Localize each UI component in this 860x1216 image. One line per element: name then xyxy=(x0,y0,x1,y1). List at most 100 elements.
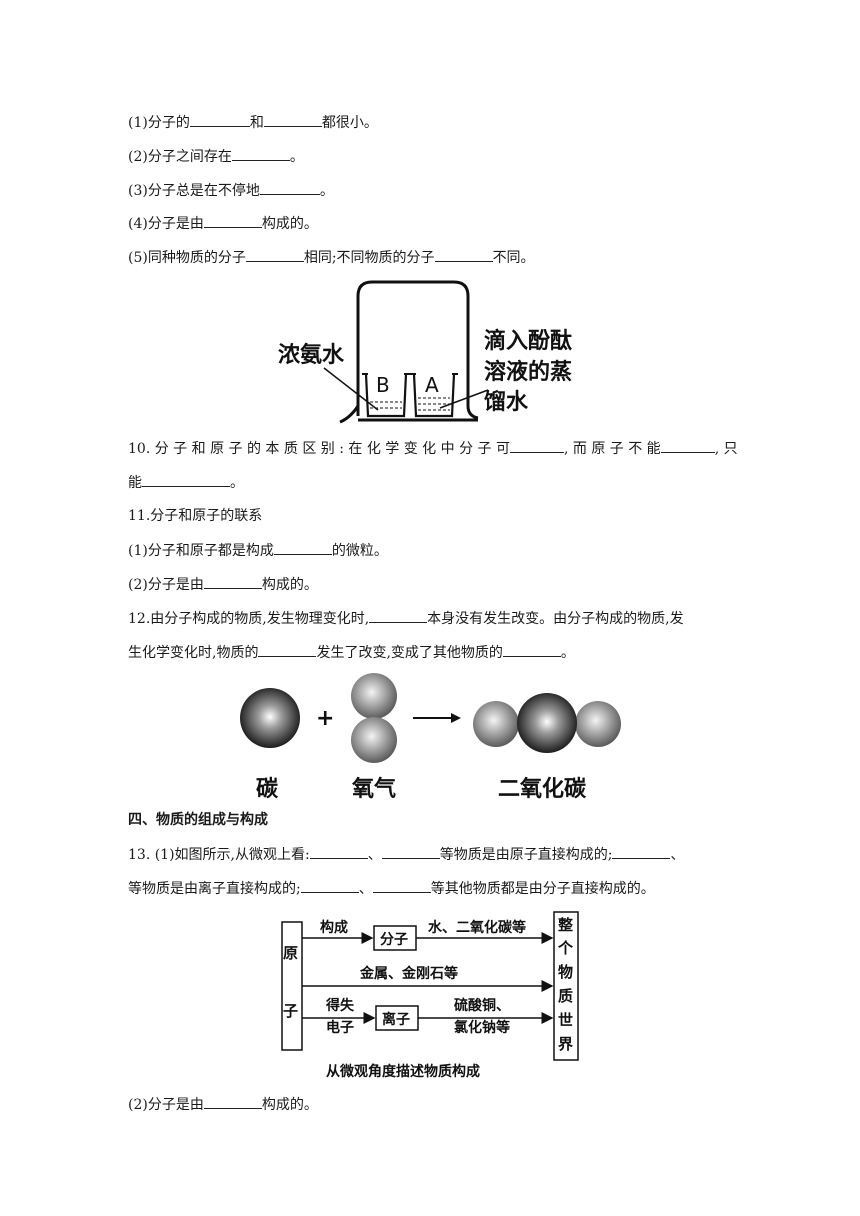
q12-line-1-post: 本身没有发生改变。由分子构成的物质,发 xyxy=(427,611,684,627)
label-compose: 构成 xyxy=(320,919,348,936)
q13-line-1: 13. (1)如图所示,从微观上看:、等物质是由原子直接构成的;、 xyxy=(128,844,684,865)
oxygen-atom-top xyxy=(351,673,397,719)
jar-base xyxy=(339,405,478,424)
answer-blank[interactable] xyxy=(189,112,250,127)
q13-line-1-end: 、 xyxy=(670,847,685,863)
answer-blank[interactable] xyxy=(259,180,320,195)
q12-line-2-pre: 生化学变化时,物质的 xyxy=(128,645,259,661)
q13-item-2: (2)分子是由 构成的。 xyxy=(128,1094,318,1115)
ammonia-diffusion-figure: B A 浓氨水 滴入酚酞 溶液的蒸 馏水 xyxy=(278,280,572,424)
answer-blank[interactable] xyxy=(203,574,262,589)
section-4-heading: 四、物质的组成与构成 xyxy=(128,812,268,828)
atom-char-1: 原 xyxy=(283,944,298,962)
molecule-label: 分子 xyxy=(380,932,408,948)
q9-item-4-post: 构成的。 xyxy=(261,216,318,232)
atom-char-2: 子 xyxy=(283,1002,298,1020)
q11-item-2-pre: (2)分子是由 xyxy=(128,577,204,593)
q9-item-1-pre: (1)分子的 xyxy=(128,115,190,131)
q9-item-2-pre: (2)分子之间存在 xyxy=(128,149,232,165)
label-phenolphthalein-1: 滴入酚酞 xyxy=(484,328,572,354)
q9-item-1: (1)分子的 和 都很小。 xyxy=(128,112,378,133)
q9-item-1-mid: 和 xyxy=(249,115,264,131)
world-char-3: 物 xyxy=(558,963,573,981)
q11-item-1-post: 的微粒。 xyxy=(331,543,388,559)
molecule-examples: 水、二氧化碳等 xyxy=(428,919,526,936)
label-ammonia: 浓氨水 xyxy=(278,342,345,368)
oxygen-atom-bottom xyxy=(351,717,397,763)
answer-blank[interactable] xyxy=(263,112,322,127)
q13-line-2-sep: 、 xyxy=(358,881,373,897)
q13-line-2-pre: 等物质是由离子直接构成的; xyxy=(128,881,301,897)
plus-sign: + xyxy=(316,706,334,731)
answer-blank[interactable] xyxy=(273,540,332,555)
q11-item-1-pre: (1)分子和原子都是构成 xyxy=(128,543,274,559)
answer-blank[interactable] xyxy=(434,247,493,262)
q12-line-2-mid: 发生了改变,变成了其他物质的 xyxy=(316,645,503,661)
answer-blank[interactable] xyxy=(660,438,715,453)
q9-item-2-post: 。 xyxy=(289,149,304,165)
answer-blank[interactable] xyxy=(509,438,564,453)
label-co2: 二氧化碳 xyxy=(498,776,587,802)
q12-line-1: 12.由分子构成的物质,发生物理变化时,本身没有发生改变。由分子构成的物质,发 xyxy=(128,608,684,629)
q12-line-2: 生化学变化时,物质的 发生了改变,变成了其他物质的 。 xyxy=(128,642,575,663)
beaker-a-label: A xyxy=(425,373,439,397)
arrow-head xyxy=(451,713,461,723)
q9-item-5: (5)同种物质的分子 相同;不同物质的分子 不同。 xyxy=(128,247,535,268)
answer-blank[interactable] xyxy=(300,878,359,893)
q9-item-3-pre: (3)分子总是在不停地 xyxy=(128,183,260,199)
q10-line-2: 能。 xyxy=(128,472,244,493)
answer-blank[interactable] xyxy=(231,146,290,161)
answer-blank[interactable] xyxy=(203,1094,262,1109)
q11-title: 11.分子和原子的联系 xyxy=(128,508,263,524)
q13-line-2-post: 等其他物质都是由分子直接构成的。 xyxy=(430,881,655,897)
q9-item-5-pre: (5)同种物质的分子 xyxy=(128,250,246,266)
co2-oxygen-right xyxy=(575,701,621,747)
q9-item-1-post: 都很小。 xyxy=(321,115,378,131)
q11-item-1: (1)分子和原子都是构成 的微粒。 xyxy=(128,540,388,561)
q10-line-1: 10. 分 子 和 原 子 的 本 质 区 别 : 在 化 学 变 化 中 分 … xyxy=(128,438,738,459)
answer-blank[interactable] xyxy=(203,213,262,228)
q9-item-5-post: 不同。 xyxy=(492,250,535,266)
answer-blank[interactable] xyxy=(612,844,671,859)
q9-item-2: (2)分子之间存在 。 xyxy=(128,146,304,167)
answer-blank[interactable] xyxy=(369,608,428,623)
answer-blank[interactable] xyxy=(245,247,304,262)
ion-examples-2: 氯化钠等 xyxy=(454,1019,510,1036)
answer-blank[interactable] xyxy=(309,844,368,859)
beaker-b-label: B xyxy=(376,373,390,397)
beaker-b xyxy=(364,373,408,418)
ion-label: 离子 xyxy=(382,1011,410,1028)
q10-line-1-mid: , 而 原 子 不 能 xyxy=(563,441,661,457)
carbon-atom xyxy=(240,688,300,748)
matter-structure-diagram: 原 子 整 个 物 质 世 界 构成 分子 水、二氧化碳等 金属、金刚石等 得失… xyxy=(281,911,579,1080)
q13-line-1-pre: 13. (1)如图所示,从微观上看: xyxy=(128,847,310,863)
q13-line-1-mid: 等物质是由原子直接构成的; xyxy=(439,847,613,863)
answer-blank[interactable] xyxy=(258,642,317,657)
q12-line-2-post: 。 xyxy=(560,645,575,661)
q9-item-5-mid: 相同;不同物质的分子 xyxy=(303,250,435,266)
diagram-caption: 从微观角度描述物质构成 xyxy=(326,1063,480,1080)
metals-label: 金属、金刚石等 xyxy=(359,965,458,982)
gain-lose-1: 得失 xyxy=(325,997,355,1014)
answer-blank[interactable] xyxy=(142,472,230,487)
answer-blank[interactable] xyxy=(502,642,561,657)
answer-blank[interactable] xyxy=(372,878,431,893)
q13-item-2-pre: (2)分子是由 xyxy=(128,1097,204,1113)
world-char-5: 世 xyxy=(558,1011,573,1029)
q11-item-2: (2)分子是由构成的。 xyxy=(128,574,318,595)
gain-lose-2: 电子 xyxy=(326,1019,354,1036)
beaker-a xyxy=(412,373,456,418)
world-char-2: 个 xyxy=(557,939,574,957)
q13-line-2: 等物质是由离子直接构成的; 、 等其他物质都是由分子直接构成的。 xyxy=(128,878,655,899)
world-char-4: 质 xyxy=(558,987,573,1005)
world-box xyxy=(553,911,579,1061)
world-char-6: 界 xyxy=(558,1035,573,1053)
q9-item-3: (3)分子总是在不停地。 xyxy=(128,180,334,201)
ion-examples-1: 硫酸铜、 xyxy=(454,997,510,1014)
q13-item-2-post: 构成的。 xyxy=(261,1097,318,1113)
q10-line-2-post: 。 xyxy=(230,475,244,491)
label-oxygen: 氧气 xyxy=(351,776,396,802)
answer-blank[interactable] xyxy=(381,844,440,859)
label-phenolphthalein-3: 馏水 xyxy=(484,390,529,415)
q10-line-1-pre: 10. 分 子 和 原 子 的 本 质 区 别 : 在 化 学 变 化 中 分 … xyxy=(128,441,510,457)
